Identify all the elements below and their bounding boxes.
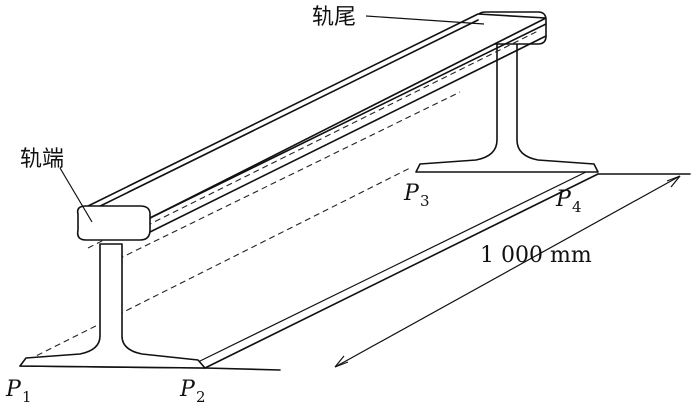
- rail-body: [83, 13, 547, 233]
- dimension-line: [334, 175, 681, 368]
- point-p1-letter: P: [5, 377, 22, 402]
- point-p3-sub: 3: [420, 192, 430, 210]
- point-p3-letter: P: [403, 181, 420, 206]
- rail-end-section: [19, 205, 206, 369]
- rail-tail-label: 轨尾: [312, 5, 356, 30]
- point-p2: P 2: [179, 377, 206, 406]
- point-p2-letter: P: [179, 377, 196, 402]
- leader-lines: [59, 15, 485, 223]
- point-p2-sub: 2: [196, 388, 206, 406]
- point-p1-sub: 1: [22, 388, 32, 406]
- rail-end-label: 轨端: [20, 147, 64, 172]
- point-p3: P 3: [403, 181, 430, 210]
- point-p4: P 4: [555, 187, 582, 216]
- point-p4-sub: 4: [572, 198, 582, 216]
- point-p1: P 1: [5, 377, 32, 406]
- point-p4-letter: P: [555, 187, 572, 212]
- dimension-label: 1 000 mm: [480, 243, 592, 268]
